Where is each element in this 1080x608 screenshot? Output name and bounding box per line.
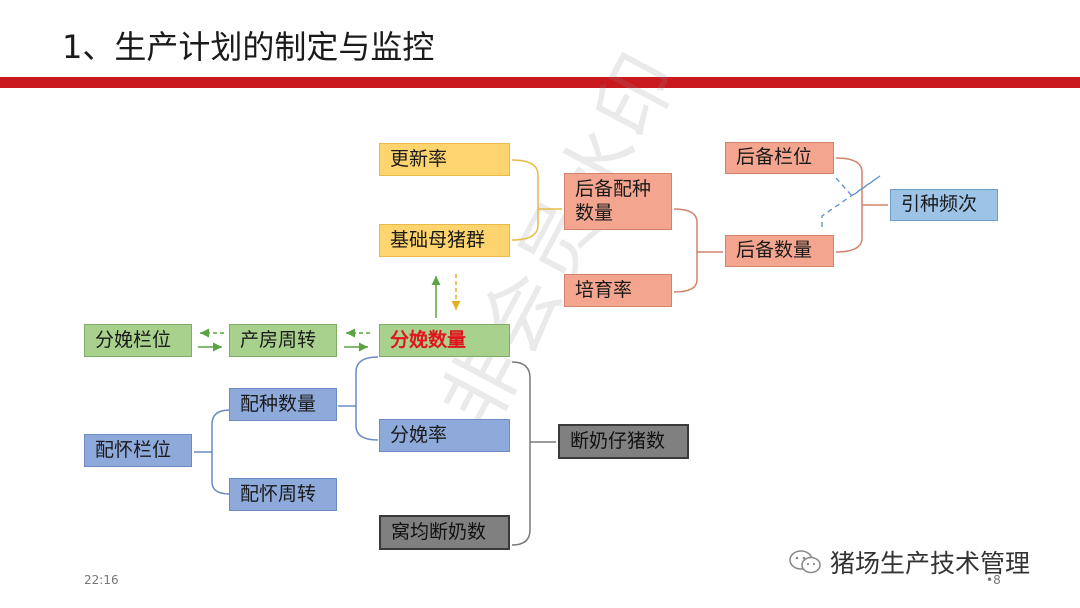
box-rearing-rate: 培育率 — [564, 274, 672, 307]
wechat-icon — [789, 550, 821, 574]
box-farrowing-rate: 分娩率 — [379, 419, 510, 452]
footer-time: 22:16 — [84, 573, 119, 587]
page-number: •8 — [986, 573, 1001, 587]
title-divider — [0, 77, 1080, 88]
bracket-weaned — [511, 361, 531, 546]
box-breeding-qty: 配种数量 — [229, 388, 337, 421]
box-reserve-breeding-qty: 后备配种 数量 — [564, 173, 672, 230]
box-farrowing-turnover: 产房周转 — [229, 324, 337, 357]
box-litter-weaned: 窝均断奶数 — [379, 515, 510, 550]
box-farrowing-pens: 分娩栏位 — [84, 324, 192, 357]
box-base-sows: 基础母猪群 — [379, 224, 510, 257]
bracket-pens-qty — [835, 157, 863, 253]
box-reserve-qty: 后备数量 — [725, 235, 834, 267]
bracket-update-base — [511, 159, 539, 241]
dashed-connector — [821, 175, 881, 228]
page-title: 1、生产计划的制定与监控 — [62, 28, 435, 66]
box-farrowing-qty: 分娩数量 — [379, 324, 510, 357]
box-reserve-pens: 后备栏位 — [725, 142, 834, 174]
brand-name: 猪场生产技术管理 — [830, 549, 1031, 578]
bracket-pregnancy — [211, 409, 231, 495]
brand-watermark: 猪场生产技术管理 — [788, 544, 1030, 580]
box-update-rate: 更新率 — [379, 143, 510, 176]
box-weaned-piglets: 断奶仔猪数 — [558, 424, 689, 459]
box-pregnancy-pens: 配怀栏位 — [84, 434, 192, 467]
bracket-reserve-rearing — [673, 208, 698, 293]
box-pregnancy-turnover: 配怀周转 — [229, 478, 337, 511]
box-intro-frequency: 引种频次 — [890, 189, 998, 221]
bracket-breeding — [355, 356, 379, 441]
